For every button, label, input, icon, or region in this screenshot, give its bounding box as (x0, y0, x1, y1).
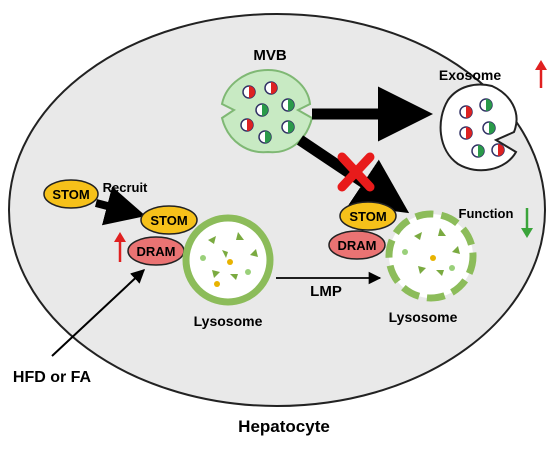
lysosome-left (182, 214, 274, 306)
lysosome-right (385, 210, 477, 302)
stom-right-label: STOM (349, 209, 386, 224)
dram-left-label: DRAM (137, 244, 176, 259)
recruit-arrow (94, 186, 146, 226)
lmp-label: LMP (310, 283, 342, 300)
mvb-label: MVB (253, 47, 287, 64)
stom-bound-label: STOM (150, 213, 187, 228)
stom-bound (140, 205, 198, 235)
arrow-up-icon (535, 60, 547, 88)
hfd-label: HFD or FA (13, 369, 92, 386)
stom-free-label: STOM (52, 187, 89, 202)
cell-label: Hepatocyte (238, 417, 330, 436)
exosome-pocket (439, 83, 518, 172)
arrow-down-icon (521, 208, 533, 238)
exosome-label: Exosome (439, 67, 501, 83)
dram-right-label: DRAM (338, 238, 377, 253)
lysosome-right-label: Lysosome (389, 309, 458, 325)
recruit-label: Recruit (103, 180, 148, 195)
function-label: Function (459, 206, 514, 221)
lysosome-left-label: Lysosome (194, 313, 263, 329)
hfd-arrow (51, 269, 146, 357)
mvb (220, 68, 314, 154)
arrow-up-icon (114, 232, 126, 262)
x-mark-icon (337, 152, 375, 192)
stom-right (339, 201, 397, 231)
dram-right (328, 230, 386, 260)
stom-free (43, 179, 99, 209)
